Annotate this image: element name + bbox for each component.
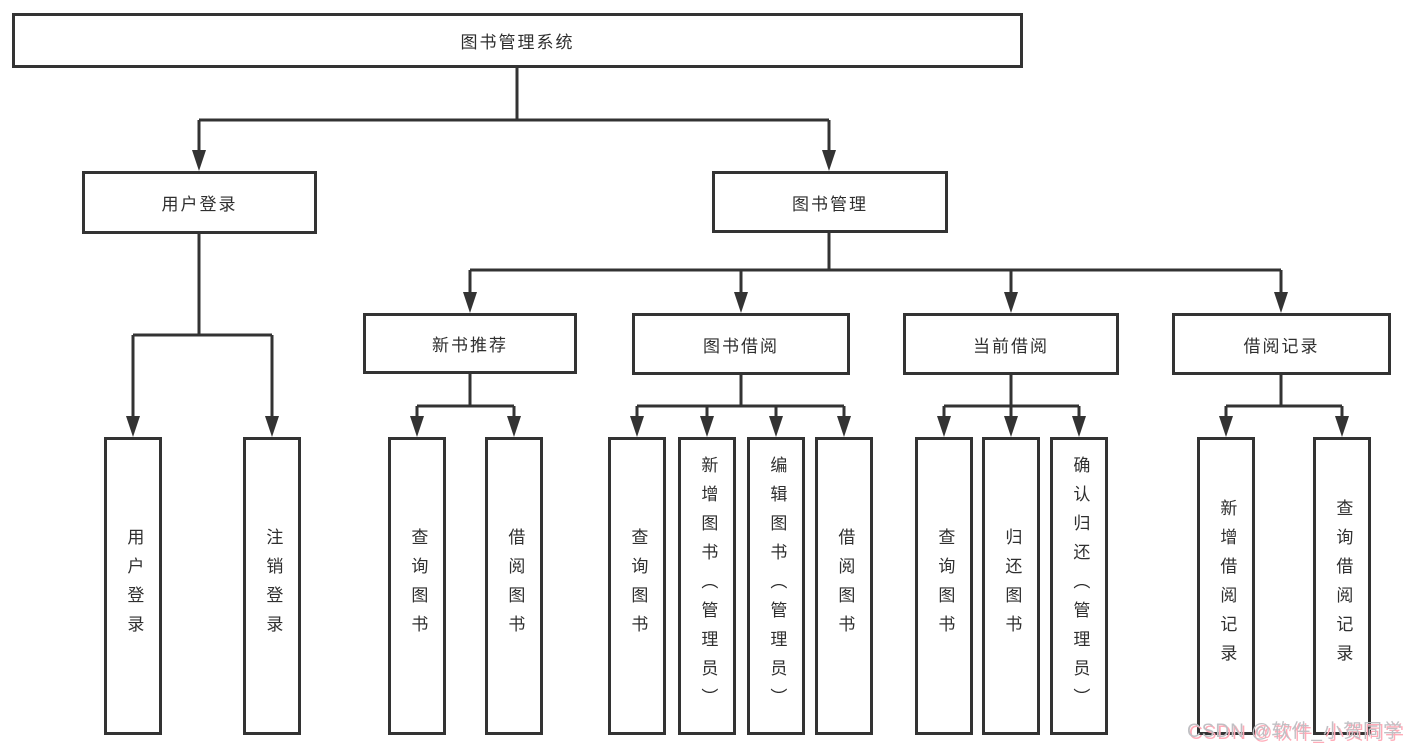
leaf-label: 归还图书	[1002, 528, 1022, 644]
node-library-management-system: 图书管理系统	[12, 13, 1023, 68]
node-label: 图书管理	[792, 194, 868, 214]
leaf-label: 编辑图书（管理员）	[767, 455, 787, 717]
leaf-label: 查询图书	[408, 528, 428, 644]
arrowhead-icons	[126, 150, 1349, 437]
leaf-logout: 注销登录	[243, 437, 301, 735]
leaf-label: 借阅图书	[505, 528, 525, 644]
leaf-label: 新增借阅记录	[1217, 499, 1237, 673]
leaf-label: 确认归还（管理员）	[1070, 455, 1090, 717]
node-label: 图书借阅	[703, 336, 779, 356]
leaf-edit-books-admin: 编辑图书（管理员）	[747, 437, 805, 735]
leaf-query-borrow-record: 查询借阅记录	[1313, 437, 1371, 735]
leaf-borrow-books-1: 借阅图书	[485, 437, 543, 735]
node-label: 借阅记录	[1243, 336, 1320, 356]
leaf-label: 注销登录	[263, 528, 283, 644]
leaf-borrow-books-2: 借阅图书	[815, 437, 873, 735]
leaf-label: 借阅图书	[835, 528, 855, 644]
leaf-label: 查询图书	[935, 528, 955, 644]
node-new-book-recommend: 新书推荐	[363, 313, 577, 374]
leaf-label: 查询借阅记录	[1333, 499, 1353, 673]
leaf-return-books: 归还图书	[982, 437, 1040, 735]
watermark: CSDN @软件_小贺同学	[1187, 721, 1403, 742]
node-label: 用户登录	[161, 195, 238, 214]
node-book-management: 图书管理	[712, 171, 948, 233]
node-label: 新书推荐	[432, 336, 508, 355]
node-borrow-records: 借阅记录	[1172, 313, 1391, 375]
node-book-borrow: 图书借阅	[632, 313, 850, 375]
leaf-label: 用户登录	[124, 528, 144, 644]
leaf-user-login: 用户登录	[104, 437, 162, 735]
leaf-query-books-1: 查询图书	[388, 437, 446, 735]
leaf-label: 新增图书（管理员）	[698, 455, 718, 717]
node-label: 当前借阅	[973, 336, 1049, 356]
leaf-add-borrow-record: 新增借阅记录	[1197, 437, 1255, 735]
leaf-query-books-2: 查询图书	[608, 437, 666, 735]
node-label: 图书管理系统	[460, 33, 575, 52]
leaf-confirm-return-admin: 确认归还（管理员）	[1050, 437, 1108, 735]
node-current-borrow: 当前借阅	[903, 313, 1119, 375]
leaf-label: 查询图书	[628, 528, 648, 644]
node-user-login: 用户登录	[82, 171, 317, 234]
leaf-query-books-3: 查询图书	[915, 437, 973, 735]
leaf-add-books-admin: 新增图书（管理员）	[678, 437, 736, 735]
